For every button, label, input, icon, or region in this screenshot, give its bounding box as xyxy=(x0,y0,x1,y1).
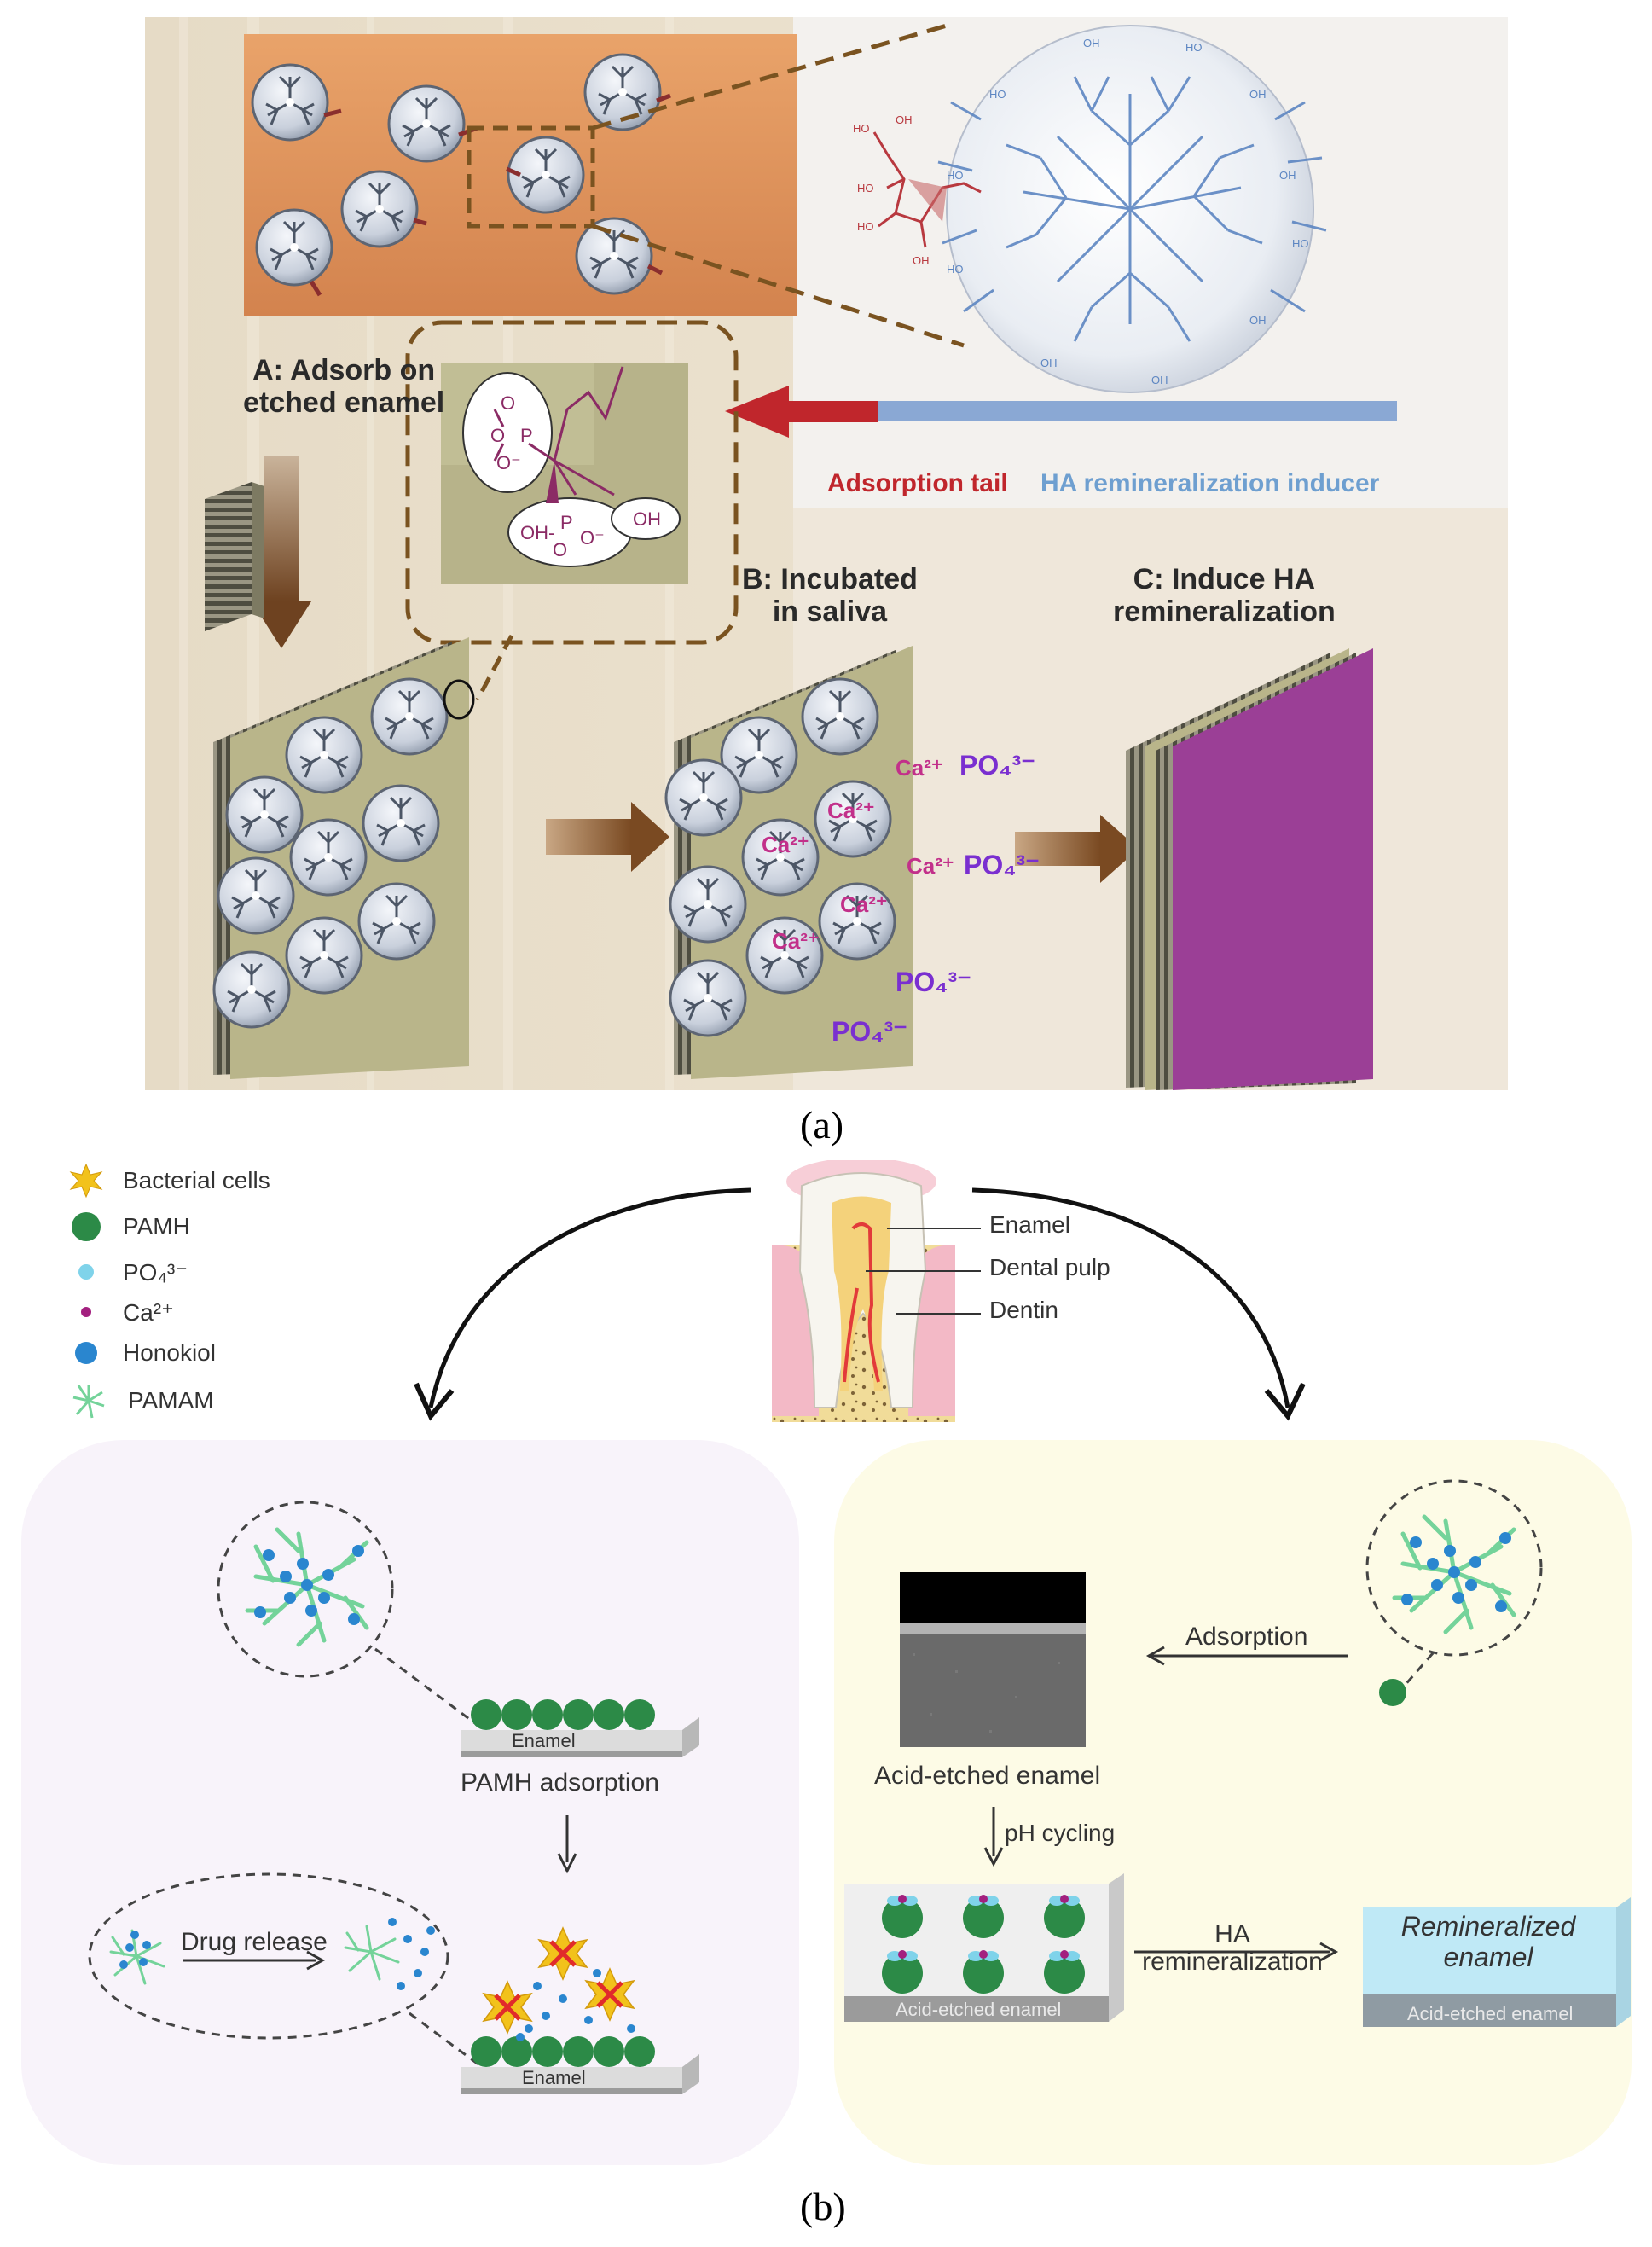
chem-oh-left: OH- xyxy=(520,522,555,543)
label-adsorption-tail: Adsorption tail xyxy=(827,469,1008,497)
remineralized-enamel-label: Remineralized enamel xyxy=(1400,1911,1576,1972)
drug-release-label: Drug release xyxy=(181,1928,328,1956)
svg-text:OH: OH xyxy=(1083,37,1100,49)
adsorption-label: Adsorption xyxy=(1185,1623,1308,1651)
legend-item: PO₄³⁻ xyxy=(68,1254,188,1290)
legend-label: PO₄³⁻ xyxy=(123,1258,188,1286)
svg-text:OH: OH xyxy=(1249,88,1267,101)
svg-text:HO: HO xyxy=(857,182,874,195)
ion-po4-1: PO₄³⁻ xyxy=(959,750,1036,781)
tooth-label-enamel: Enamel xyxy=(989,1211,1070,1238)
panel-a: HO OH OH HO OH OH HO HO OH OH HO HO OH HO HO OH xyxy=(145,17,1508,1090)
label-inducer: HA remineralization inducer xyxy=(1040,469,1380,497)
enamel-label-top: Enamel xyxy=(512,1730,576,1751)
green-dot-icon xyxy=(72,1212,101,1241)
svg-text:OH: OH xyxy=(1249,314,1267,327)
svg-text:HO: HO xyxy=(1292,237,1309,250)
panel-a-illustration: HO OH OH HO OH OH HO HO OH OH HO HO OH HO HO OH xyxy=(145,17,1508,1090)
svg-text:HO: HO xyxy=(947,263,964,276)
ion-po4-4: PO₄³⁻ xyxy=(832,1016,908,1047)
tooth-and-arrows xyxy=(414,1160,1306,1422)
svg-text:OH: OH xyxy=(896,113,913,126)
ion-po4-2: PO₄³⁻ xyxy=(964,850,1040,880)
chem-p-bottom: P xyxy=(560,512,573,533)
star-icon xyxy=(69,1163,103,1199)
ion-ca-1: Ca²⁺ xyxy=(896,755,943,781)
ion-ca-2: Ca²⁺ xyxy=(827,798,875,823)
ion-ca-4: Ca²⁺ xyxy=(907,853,954,879)
svg-text:OH: OH xyxy=(1151,374,1168,386)
svg-text:HO: HO xyxy=(989,88,1006,101)
chem-o-minus-bottom: O⁻ xyxy=(580,527,605,549)
pamam-icon xyxy=(72,1385,105,1419)
chem-o-mid: O xyxy=(490,425,506,446)
chem-oh-right: OH xyxy=(633,508,661,530)
svg-text:HO: HO xyxy=(857,220,874,233)
blue-dot-icon xyxy=(75,1342,97,1364)
caption-b: (b) xyxy=(800,2185,846,2228)
legend-item: Bacterial cells xyxy=(68,1163,270,1199)
left-panel-box xyxy=(21,1440,799,2165)
slab-label-acid-etched: Acid-etched enamel xyxy=(896,1999,1062,2020)
svg-text:OH: OH xyxy=(1279,169,1296,182)
ion-po4-3: PO₄³⁻ xyxy=(896,967,972,997)
remin-slab-label: Acid-etched enamel xyxy=(1407,2003,1574,2024)
svg-text:HO: HO xyxy=(853,122,870,135)
svg-text:OH: OH xyxy=(913,254,930,267)
label-incubated: B: Incubated in saliva xyxy=(742,563,918,628)
legend-label: Ca²⁺ xyxy=(123,1298,174,1326)
svg-text:OH: OH xyxy=(1040,357,1058,369)
legend-label: Honokiol xyxy=(123,1339,216,1366)
pamh-adsorption-label: PAMH adsorption xyxy=(461,1768,659,1797)
panel-b-illustration xyxy=(88,1479,1631,2094)
legend-label: PAMAM xyxy=(128,1387,214,1414)
chem-o-bottom: O xyxy=(553,539,568,560)
tooth-label-pulp: Dental pulp xyxy=(989,1254,1110,1280)
chem-o-top: O xyxy=(501,392,516,414)
label-induce: C: Induce HA remineralization xyxy=(1113,563,1336,628)
ion-ca-5: Ca²⁺ xyxy=(840,891,888,917)
right-panel-box xyxy=(834,1440,1632,2165)
legend-item: Ca²⁺ xyxy=(68,1294,174,1330)
svg-text:HO: HO xyxy=(947,169,964,182)
legend-label: PAMH xyxy=(123,1213,190,1240)
caption-a: (a) xyxy=(800,1103,844,1147)
legend-item: Honokiol xyxy=(68,1335,216,1371)
legend-label: Bacterial cells xyxy=(123,1167,270,1193)
legend-item: PAMAM xyxy=(68,1380,214,1421)
cyan-dot-icon xyxy=(78,1264,94,1280)
tooth-label-dentin: Dentin xyxy=(989,1297,1058,1323)
ha-remineralization-label: HA remineralization xyxy=(1142,1920,1323,1976)
legend-item: PAMH xyxy=(68,1209,190,1245)
acid-etched-label: Acid-etched enamel xyxy=(874,1762,1101,1790)
chem-p-top: P xyxy=(520,425,533,446)
ion-ca-3: Ca²⁺ xyxy=(762,832,809,857)
svg-text:HO: HO xyxy=(1185,41,1203,54)
magenta-dot-icon xyxy=(81,1307,91,1317)
ion-ca-6: Ca²⁺ xyxy=(772,928,820,954)
chem-o-minus-top: O⁻ xyxy=(496,452,521,473)
enamel-label-bottom: Enamel xyxy=(522,2067,586,2088)
label-adsorb: A: Adsorb on etched enamel xyxy=(243,354,445,419)
ph-cycling-label: pH cycling xyxy=(1005,1820,1116,1846)
